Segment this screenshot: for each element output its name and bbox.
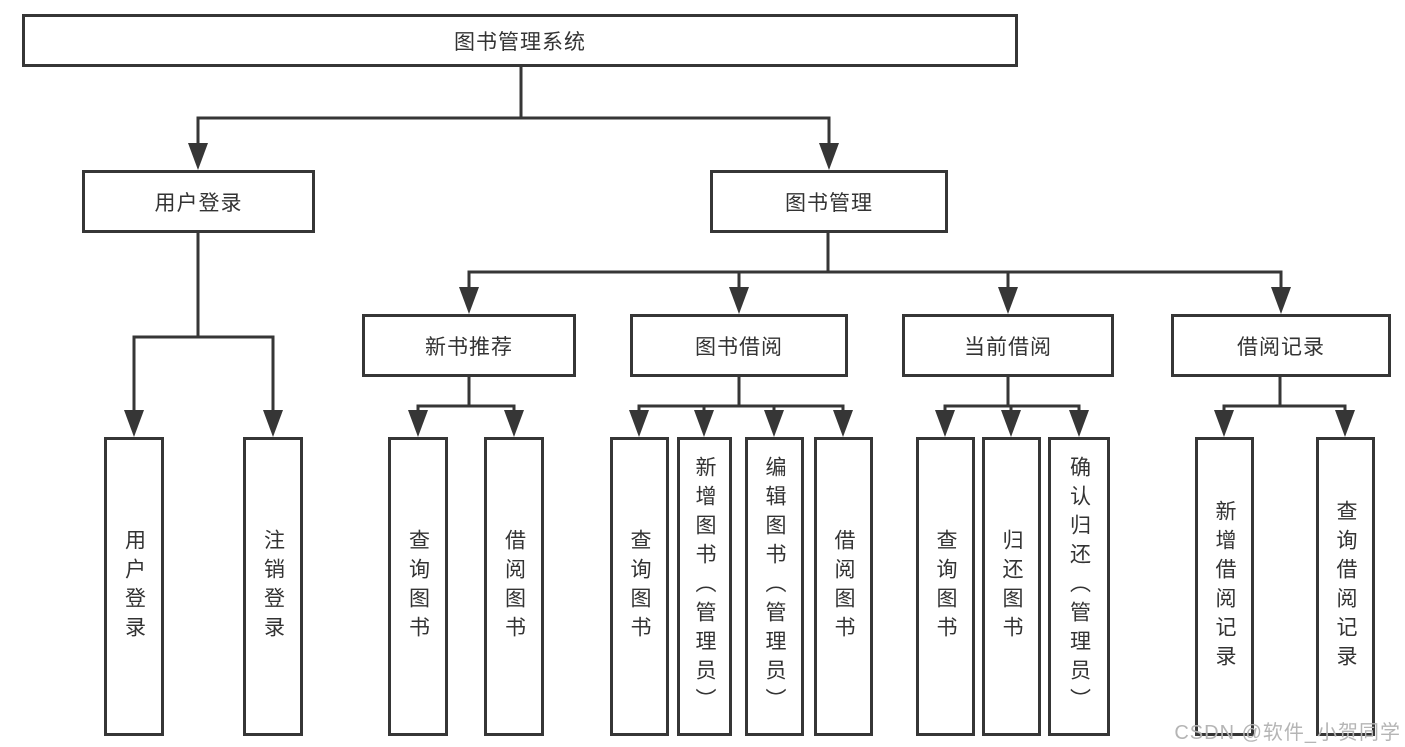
leaf-confirm-return-admin: 确认归还（管理员） (1048, 437, 1110, 736)
node-label: 借阅图书 (832, 528, 856, 645)
leaf-borrow-books-recommend: 借阅图书 (484, 437, 544, 736)
node-label: 查询图书 (628, 528, 652, 645)
node-book-borrowing: 图书借阅 (630, 314, 848, 377)
leaf-query-books-borrowing: 查询图书 (610, 437, 669, 736)
node-label: 编辑图书（管理员） (763, 456, 787, 717)
node-label: 借阅图书 (502, 528, 526, 645)
node-label: 当前借阅 (964, 335, 1052, 359)
watermark: CSDN @软件_小贺同学 (1174, 722, 1401, 744)
node-label: 确认归还（管理员） (1067, 456, 1091, 717)
node-book-management: 图书管理 (710, 170, 948, 233)
node-label: 图书借阅 (695, 335, 783, 359)
leaf-edit-book-admin: 编辑图书（管理员） (745, 437, 804, 736)
leaf-query-books-current: 查询图书 (916, 437, 975, 736)
node-label: 注销登录 (261, 528, 285, 645)
leaf-query-borrow-record: 查询借阅记录 (1316, 437, 1375, 736)
node-label: 查询借阅记录 (1334, 499, 1358, 674)
node-user-login: 用户登录 (82, 170, 315, 233)
node-label: 图书管理系统 (454, 30, 586, 54)
leaf-user-login: 用户登录 (104, 437, 164, 736)
leaf-add-book-admin: 新增图书（管理员） (677, 437, 732, 736)
node-label: 借阅记录 (1237, 335, 1325, 359)
node-root: 图书管理系统 (22, 14, 1018, 67)
node-borrowing-records: 借阅记录 (1171, 314, 1391, 377)
leaf-borrow-books-borrowing: 借阅图书 (814, 437, 873, 736)
leaf-return-books: 归还图书 (982, 437, 1041, 736)
node-label: 查询图书 (934, 528, 958, 645)
node-label: 归还图书 (1000, 528, 1024, 645)
leaf-query-books-recommend: 查询图书 (388, 437, 448, 736)
arrowheads (124, 143, 1355, 437)
node-label: 用户登录 (122, 528, 146, 645)
node-label: 新增图书（管理员） (693, 456, 717, 717)
leaf-logout-login: 注销登录 (243, 437, 303, 736)
node-label: 图书管理 (785, 191, 873, 215)
node-label: 新书推荐 (425, 335, 513, 359)
node-label: 新增借阅记录 (1213, 499, 1237, 674)
leaf-add-borrow-record: 新增借阅记录 (1195, 437, 1254, 736)
node-label: 用户登录 (154, 191, 243, 215)
node-new-book-recommendation: 新书推荐 (362, 314, 576, 377)
node-label: 查询图书 (406, 528, 430, 645)
node-current-borrowing: 当前借阅 (902, 314, 1114, 377)
